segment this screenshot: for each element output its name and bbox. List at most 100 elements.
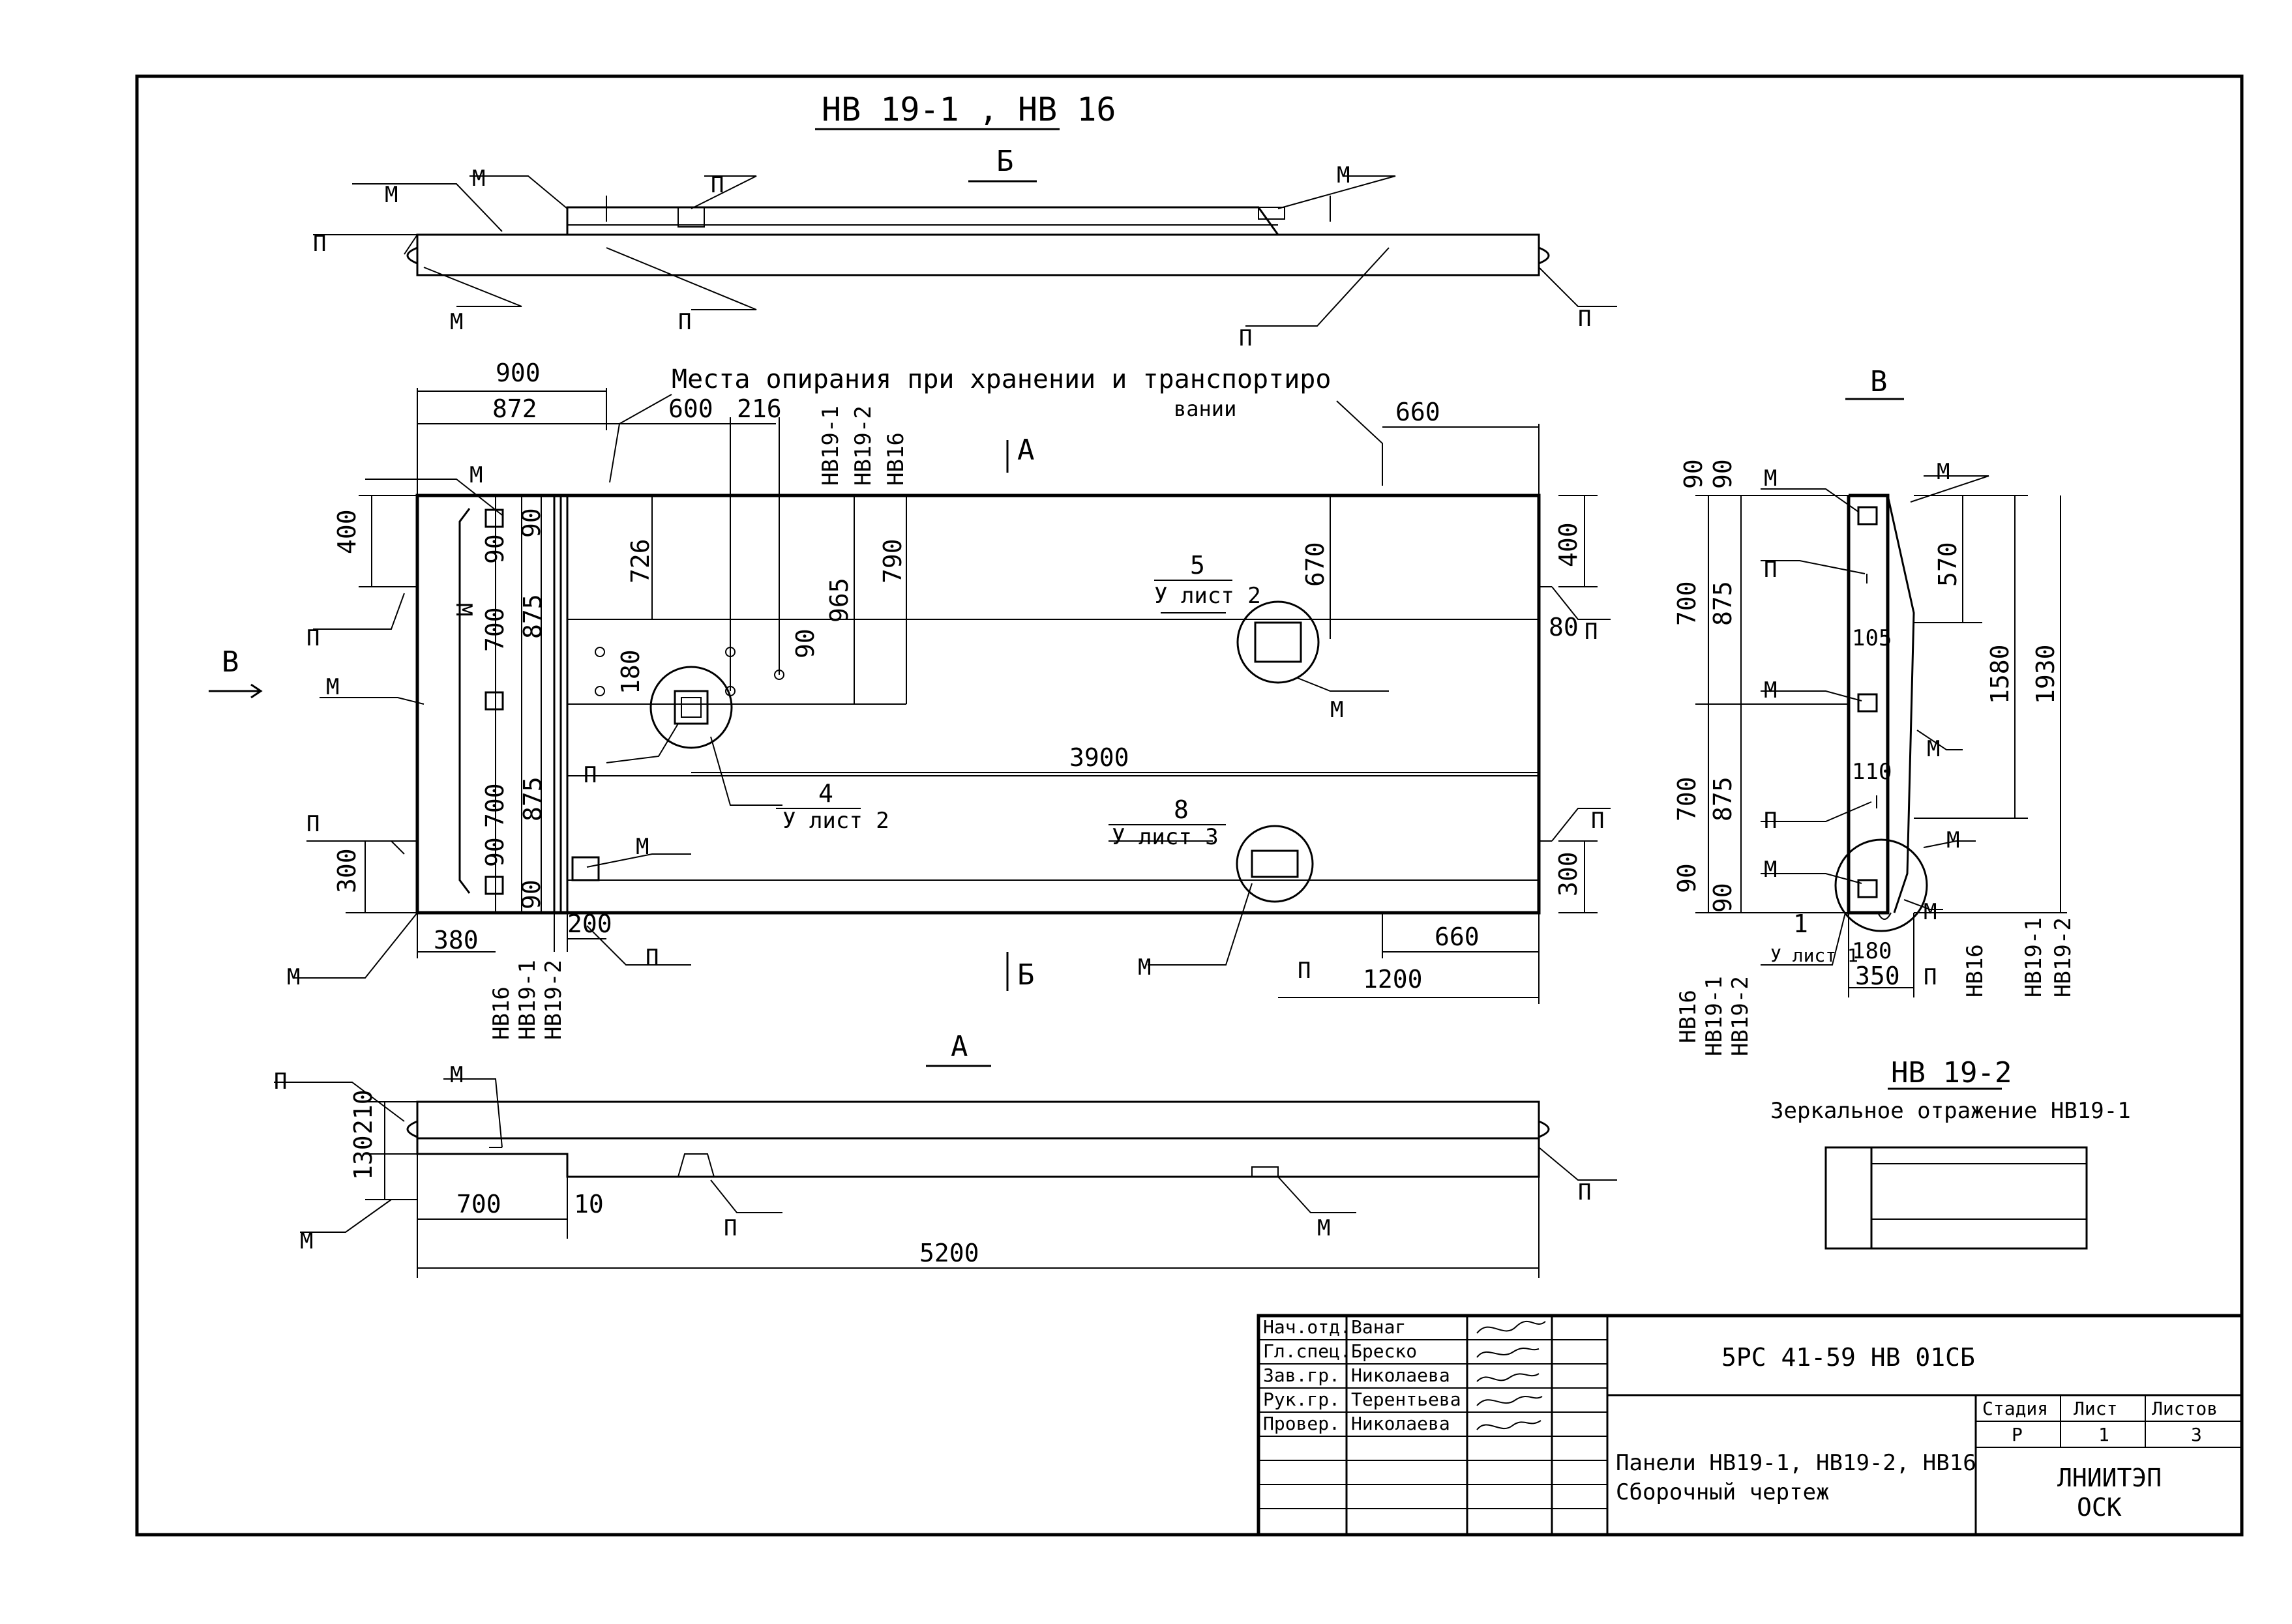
side-label-hb16-right: НВ16 — [1962, 944, 1988, 997]
marker-m: М — [451, 603, 477, 616]
view-a-dimensions — [365, 1101, 1540, 1278]
plan-dimension-lines — [346, 388, 1598, 1004]
organization: ОСК — [2077, 1493, 2122, 1522]
marker-m: М — [1927, 736, 1940, 762]
marker-p: П — [646, 945, 659, 971]
dim-400-left: 400 — [333, 509, 361, 554]
type-label-hb19-2: НВ19-2 — [541, 960, 567, 1040]
tb-role: Рук.гр. — [1263, 1389, 1340, 1410]
dim-965: 965 — [825, 578, 854, 623]
marker-m: М — [1317, 1215, 1330, 1241]
dim-700-b: 700 — [481, 783, 509, 828]
marker-p: П — [678, 309, 691, 335]
callout-5-ref: У лист 2 — [1154, 583, 1261, 609]
type-label-hb16: НВ16 — [488, 986, 514, 1040]
dim-380: 380 — [434, 926, 479, 954]
side-view — [1834, 494, 1928, 932]
marker-p: П — [1239, 325, 1252, 351]
marker-m: М — [1764, 677, 1777, 703]
view-arrow-v: В — [222, 645, 239, 679]
tb-role: Гл.спец. — [1263, 1340, 1351, 1362]
dim-90-a: 90 — [481, 534, 509, 564]
side-label-hb19-1-right: НВ19-1 — [2021, 917, 2047, 997]
side-dim-700-bot: 700 — [1673, 776, 1701, 821]
tb-stage: Р — [2012, 1424, 2023, 1445]
view-b-label: Б — [996, 145, 1014, 178]
dim-872: 872 — [492, 394, 537, 423]
callout-8-number: 8 — [1174, 795, 1189, 824]
dim-130: 130 — [349, 1135, 378, 1180]
section-arrow-b: Б — [1017, 958, 1035, 992]
marker-p: П — [1764, 808, 1777, 834]
view-a-elevation — [406, 1100, 1550, 1178]
marker-p: П — [306, 625, 320, 651]
dim-90-e: 90 — [791, 628, 820, 658]
tb-role: Нач.отд. — [1263, 1316, 1351, 1338]
dim-5200: 5200 — [919, 1239, 979, 1267]
type-label-hb19-1: НВ19-1 — [514, 960, 541, 1040]
node-callout-8 — [1236, 825, 1314, 903]
marker-m: М — [287, 964, 300, 990]
support-note: Места опирания при хранении и транспорти… — [672, 364, 1331, 394]
callout-1-number: 1 — [1793, 909, 1808, 938]
side-label-hb19-1: НВ19-1 — [1701, 976, 1727, 1056]
marker-m: М — [1937, 459, 1950, 485]
view-a-leaders — [274, 1078, 1617, 1233]
side-dim-110: 110 — [1852, 759, 1892, 785]
marker-p: П — [584, 762, 597, 788]
dim-660-bottom: 660 — [1435, 923, 1480, 951]
marker-m: М — [1946, 827, 1959, 853]
dim-180: 180 — [616, 649, 645, 694]
marker-p: П — [1764, 557, 1777, 583]
drawing-code: 5РС 41-59 НВ 01СБ — [1721, 1343, 1975, 1372]
tb-sheet: 1 — [2098, 1424, 2109, 1445]
side-label-hb16: НВ16 — [1675, 990, 1701, 1043]
tb-name: Николаева — [1351, 1413, 1450, 1434]
side-dim-350: 350 — [1855, 962, 1900, 990]
type-label-hb16: НВ16 — [883, 432, 909, 486]
tb-sheets: 3 — [2191, 1424, 2202, 1445]
dim-90-d: 90 — [517, 879, 546, 909]
marker-m: М — [385, 182, 398, 208]
callout-4-ref: У лист 2 — [782, 808, 889, 834]
support-note-cont: вании — [1174, 396, 1236, 421]
marker-p: П — [1924, 964, 1937, 990]
dim-216: 216 — [737, 394, 782, 423]
dim-875-a: 875 — [518, 594, 547, 639]
tb-sheets-header: Листов — [2152, 1398, 2218, 1419]
dim-726: 726 — [626, 539, 655, 583]
marker-p: П — [313, 231, 326, 257]
marker-p: П — [1591, 808, 1604, 834]
side-dim-875-bot: 875 — [1708, 776, 1737, 821]
tb-role: Провер. — [1263, 1413, 1340, 1434]
drawing-description: Сборочный чертеж — [1616, 1479, 1830, 1505]
node-callout-5 — [1236, 600, 1320, 684]
marker-m: М — [1764, 465, 1777, 492]
drawing-description: Панели НВ19-1, НВ19-2, НВ16 — [1616, 1450, 1976, 1476]
dim-90-c: 90 — [481, 837, 509, 867]
side-label-hb19-2-right: НВ19-2 — [2050, 917, 2076, 997]
side-dim-570: 570 — [1933, 542, 1962, 587]
side-dim-1580: 1580 — [1986, 644, 2014, 704]
marker-m: М — [1764, 857, 1777, 883]
dim-3900: 3900 — [1069, 743, 1129, 772]
callout-1-ref: У лист 1 — [1770, 945, 1858, 966]
plan-view — [404, 494, 1552, 915]
tb-name: Ванаг — [1351, 1316, 1406, 1338]
dim-600: 600 — [668, 394, 713, 423]
dim-875-b: 875 — [518, 776, 547, 821]
marker-m: М — [636, 834, 649, 860]
type-label-hb19-1: НВ19-1 — [818, 406, 844, 486]
view-b-leaders — [313, 175, 1617, 327]
side-dim-1930: 1930 — [2031, 644, 2060, 704]
marker-p: П — [274, 1069, 287, 1095]
mirror-title: НВ 19-2 — [1891, 1056, 2012, 1089]
side-dim-90-mid: 90 — [1673, 863, 1701, 893]
side-view-leaders — [1761, 475, 1989, 966]
mirror-sketch — [1824, 1146, 2088, 1250]
marker-p: П — [724, 1215, 737, 1241]
dim-300-left: 300 — [333, 848, 361, 893]
side-view-dimensions — [1695, 495, 2067, 997]
marker-p: П — [1578, 1179, 1591, 1205]
